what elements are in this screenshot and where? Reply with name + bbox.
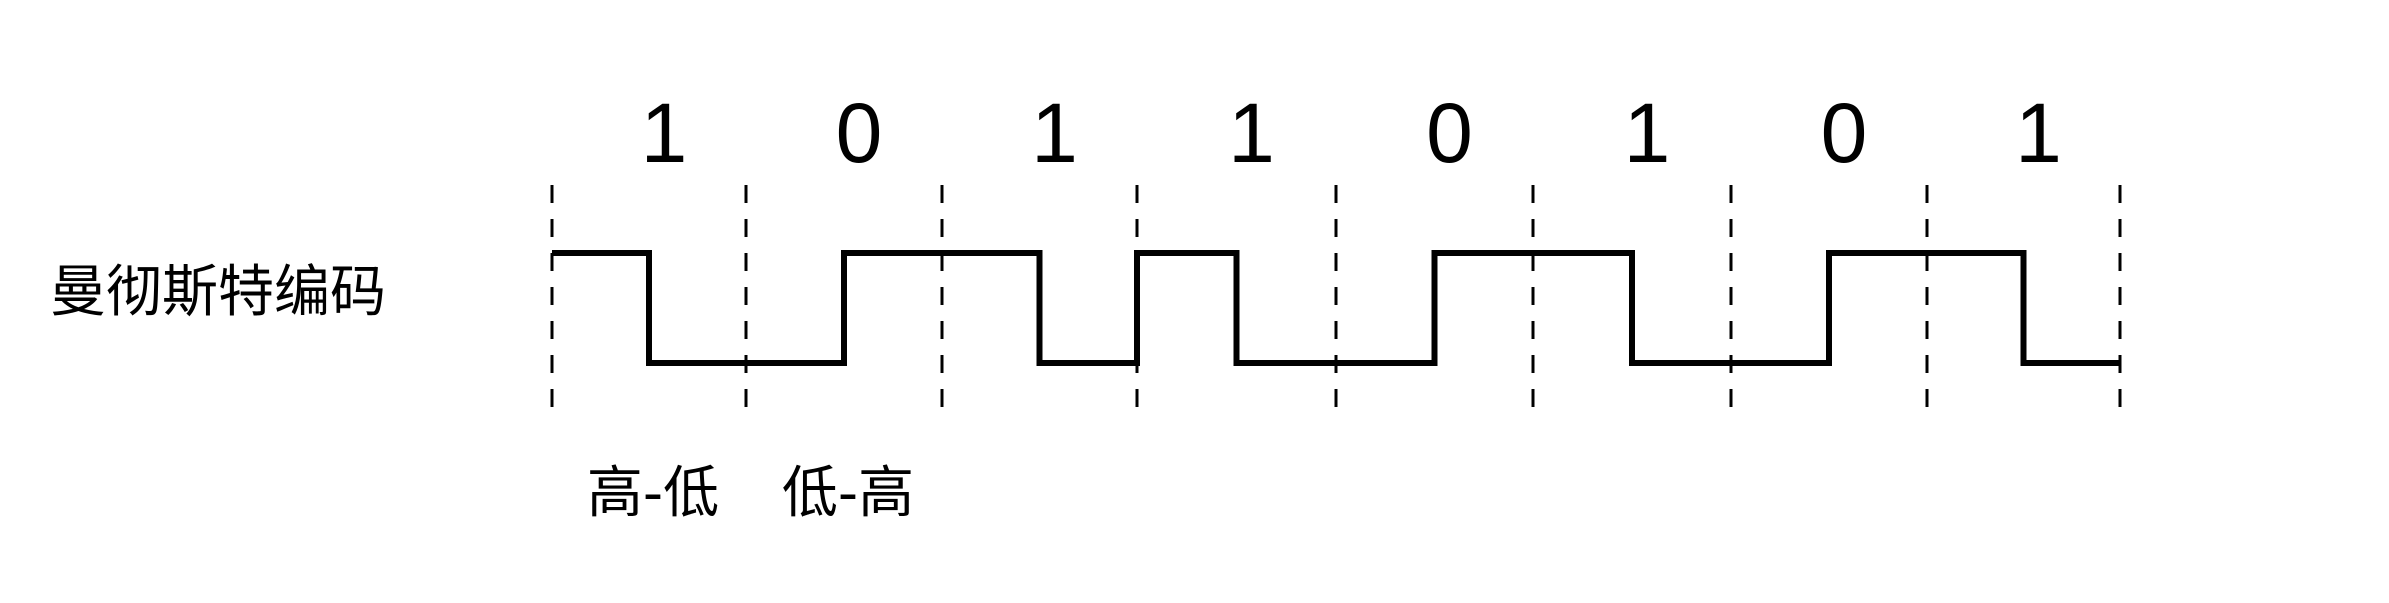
- bit-label: 0: [836, 86, 883, 180]
- transition-annotation: 高-低: [587, 461, 719, 526]
- bit-label: 1: [1228, 86, 1275, 180]
- transition-annotation: 低-高: [782, 461, 914, 526]
- bit-label: 1: [2015, 86, 2062, 180]
- row-label: 曼彻斯特编码: [50, 260, 386, 325]
- bit-boundaries: [550, 185, 2122, 420]
- bit-label: 1: [1031, 86, 1078, 180]
- bit-label: 0: [1821, 86, 1868, 180]
- bit-label: 1: [641, 86, 688, 180]
- bit-label: 0: [1426, 86, 1473, 180]
- bit-labels: 1 0 1 1 0 1 0 1: [641, 86, 2062, 180]
- manchester-waveform: [552, 250, 2120, 366]
- bit-label: 1: [1624, 86, 1671, 180]
- transition-annotations: 高-低低-高: [587, 461, 914, 526]
